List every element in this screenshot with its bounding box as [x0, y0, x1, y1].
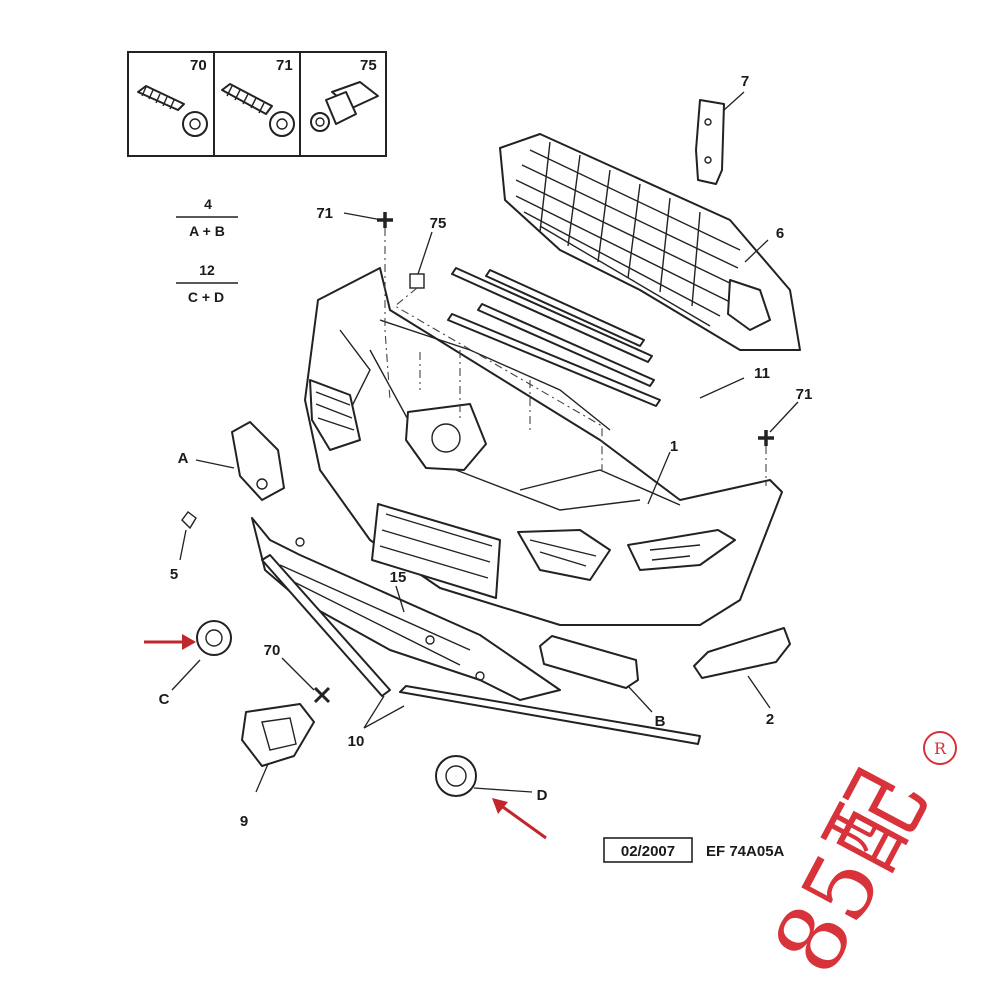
part-11-mouldings	[447, 267, 661, 407]
kit-4: 4 A + B	[176, 196, 238, 239]
reference-date: 02/2007	[621, 843, 675, 860]
part-10-lower-lips	[261, 554, 701, 745]
callout-2: 2	[766, 711, 774, 728]
part-C-hook-cover	[196, 620, 232, 656]
screw-71-right	[758, 430, 774, 446]
callout-5: 5	[170, 566, 178, 583]
callout-A: A	[178, 450, 189, 467]
callout-D: D	[537, 787, 548, 804]
reference-code: EF 74A05A	[706, 843, 785, 860]
screw-70	[313, 686, 331, 704]
part-9-badge	[241, 703, 315, 767]
kit-contents: A + B	[189, 223, 225, 239]
fastener-legend: 70 71 75	[127, 51, 387, 157]
kit-12: 12 C + D	[176, 262, 238, 305]
part-7-bracket	[695, 99, 725, 185]
part-5-clip	[181, 511, 197, 530]
callout-75: 75	[430, 215, 447, 232]
callout-71-right: 71	[796, 386, 813, 403]
part-A-cover	[231, 421, 285, 501]
wood-screw-icon	[137, 85, 208, 137]
fastener-number-75: 75	[360, 57, 377, 74]
watermark-text: 85配	[753, 755, 946, 990]
callout-70: 70	[264, 642, 281, 659]
callout-labels: 71 75 7 6 11 71 1 A 5 15 70 C 10 9 B 2 D	[159, 73, 813, 830]
part-2-cover	[693, 627, 791, 679]
callout-10: 10	[348, 733, 365, 750]
highlight-arrow-D	[492, 798, 547, 840]
kit-contents: C + D	[188, 289, 224, 305]
clip-75-marker	[409, 273, 425, 289]
callout-15: 15	[390, 569, 407, 586]
callout-7: 7	[741, 73, 749, 90]
reference-block: 02/2007 EF 74A05A	[603, 837, 785, 863]
part-B-cover	[539, 635, 639, 689]
callout-9: 9	[240, 813, 248, 830]
callout-B: B	[655, 713, 666, 730]
kit-number: 4	[204, 196, 212, 212]
callout-1: 1	[670, 438, 678, 455]
callout-71-top: 71	[316, 205, 333, 222]
callout-11: 11	[754, 365, 770, 382]
highlight-arrow-C	[144, 634, 196, 650]
assembly-lines	[384, 228, 767, 486]
leader-lines	[171, 91, 799, 793]
callout-6: 6	[776, 225, 784, 242]
part-6-grille	[499, 133, 801, 351]
fastener-number-70: 70	[190, 57, 207, 74]
fastener-number-71: 71	[276, 57, 293, 74]
self-tapping-screw-icon	[221, 83, 295, 137]
part-plate-holder	[371, 503, 501, 599]
watermark: R 85配	[753, 731, 957, 990]
push-clip-icon	[310, 81, 379, 132]
callout-C: C	[159, 691, 170, 708]
registered-mark: R	[934, 739, 947, 758]
kit-number: 12	[199, 262, 215, 278]
part-D-hook-cover	[435, 755, 477, 797]
